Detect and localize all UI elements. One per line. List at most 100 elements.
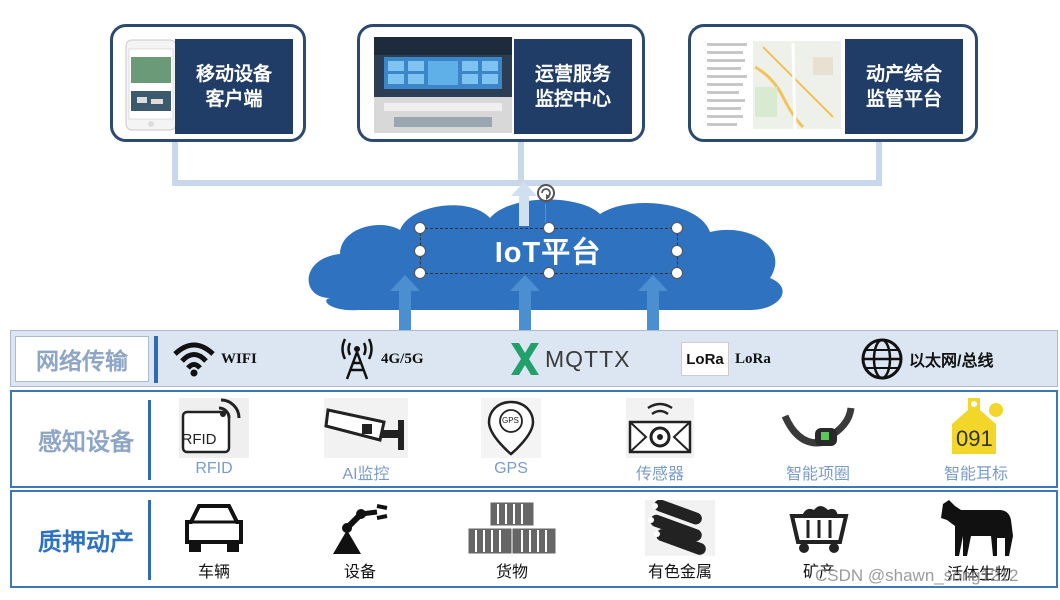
cow-icon [939,496,1019,558]
rotate-handle-icon[interactable] [535,182,557,204]
connector-left [172,142,178,186]
double-arrow-left [390,275,420,347]
rfid-badge-text: RFID [181,430,217,448]
gps-caption: GPS [494,460,528,477]
selection-handle-tl[interactable] [414,222,426,234]
robot-arm-icon [327,500,393,556]
collateral-item-goods: 货物 [464,500,560,582]
sensing-layer: 感知设备 RFID RFID AI监控 [10,390,1058,488]
sensing-item-camera: AI监控 [324,398,408,484]
goods-caption: 货物 [495,564,528,581]
app-label-platform: 动产综合监管平台 [845,39,963,134]
phone-icon [125,39,177,131]
double-arrow-center [510,275,540,347]
app-title-line1: 运营服务 [534,63,611,85]
handle-stem [545,204,546,226]
collateral-separator [148,500,151,580]
collateral-layer-label: 质押动产 [38,528,134,556]
selection-handle-bl[interactable] [414,267,426,279]
gps-badge-text: GPS [502,416,519,425]
sensing-layer-label: 感知设备 [38,428,134,456]
car-icon [181,500,247,556]
app-card-mobile: 移动设备客户端 [110,24,306,142]
network-item-4g5g: 4G/5G [339,336,424,382]
rfid-icon: RFID [179,398,249,458]
app-label-mobile: 移动设备客户端 [175,39,293,134]
camera-icon [324,398,408,458]
sensing-item-sensor: 传感器 [624,398,696,484]
app-title-line1: 动产综合 [865,63,942,85]
app-title-line2: 客户端 [205,88,263,110]
lora-badge-text: LoRa [686,350,724,368]
ear-tag-number: 091 [956,426,993,451]
gps-icon: GPS [481,398,541,458]
app-label-monitor: 运营服务监控中心 [514,39,632,134]
sensing-item-eartag: 091 智能耳标 [934,396,1018,484]
ear-tag-icon: 091 [946,396,1006,458]
watermark: CSDN @shawn_song1212 [815,566,1019,585]
ear-tag-caption: 智能耳标 [943,466,1008,483]
mqttx-label: MQTTX [545,345,631,372]
mqttx-icon [511,343,539,375]
containers-icon [466,500,558,556]
collateral-item-equipment: 设备 [324,500,396,582]
wifi-icon [173,342,215,377]
ethernet-label: 以太网/总线 [909,353,994,370]
app-title-line1: 移动设备 [195,63,272,85]
app-card-monitor: 运营服务监控中心 [357,24,645,142]
mine-cart-icon [786,500,852,556]
collateral-item-livestock: 活体生物 [936,496,1022,584]
collar-icon [779,398,857,458]
rfid-caption: RFID [195,460,233,477]
selection-handle-br[interactable] [671,267,683,279]
selection-handle-ml[interactable] [414,245,426,257]
minerals-caption: 矿产 [802,564,835,581]
livestock-caption: 活体生物 [946,566,1011,583]
connector-center [518,142,524,186]
network-layer-label: 网络传输 [15,336,149,382]
cloud-shape [308,199,783,311]
antenna-icon [341,338,373,380]
sensing-separator [148,400,151,480]
sensor-icon [626,398,694,458]
app-card-platform: 动产综合监管平台 [688,24,978,142]
network-item-lora: LoRa LoRa [681,336,771,382]
network-separator [154,336,158,383]
lora-icon: LoRa [681,342,729,376]
connector-horizontal [172,180,882,186]
metal-caption: 有色金属 [647,564,712,581]
sensing-item-rfid: RFID RFID [178,398,250,478]
control-room-icon [374,37,512,133]
app-title-line2: 监控中心 [534,88,611,110]
collateral-item-car: 车辆 [178,500,250,582]
map-icon [703,37,843,133]
network-layer: 网络传输 WIFI 4G/5G MQTTX LoRa LoRa [10,330,1058,387]
collateral-item-minerals: 矿产 [784,500,854,582]
selection-handle-bm[interactable] [543,267,555,279]
sensing-item-collar: 智能项圈 [776,398,860,484]
selection-handle-tm[interactable] [543,222,555,234]
network-item-ethernet: 以太网/总线 [861,336,993,382]
network-item-wifi: WIFI [173,336,257,382]
sensor-caption: 传感器 [635,466,684,483]
lora-label: LoRa [735,350,771,367]
iot-platform-label: IoT平台 [494,237,602,269]
network-item-mqttx: MQTTX [511,336,631,382]
collateral-item-metal: 有色金属 [630,500,730,582]
wifi-label: WIFI [221,350,257,367]
selection-handle-tr[interactable] [671,222,683,234]
sensing-item-gps: GPS GPS [480,398,542,478]
camera-caption: AI监控 [342,466,390,483]
up-arrow [511,182,537,226]
4g5g-label: 4G/5G [381,350,424,367]
selection-handle-mr[interactable] [671,245,683,257]
globe-icon [861,338,903,380]
car-caption: 车辆 [197,564,230,581]
double-arrow-right [638,275,668,347]
cloud-title[interactable]: IoT平台 [420,228,676,272]
collateral-layer: 质押动产 车辆 设备 [10,490,1058,588]
equipment-caption: 设备 [343,564,376,581]
app-title-line2: 监管平台 [865,88,942,110]
collar-caption: 智能项圈 [785,466,850,483]
pipes-icon [645,500,715,556]
